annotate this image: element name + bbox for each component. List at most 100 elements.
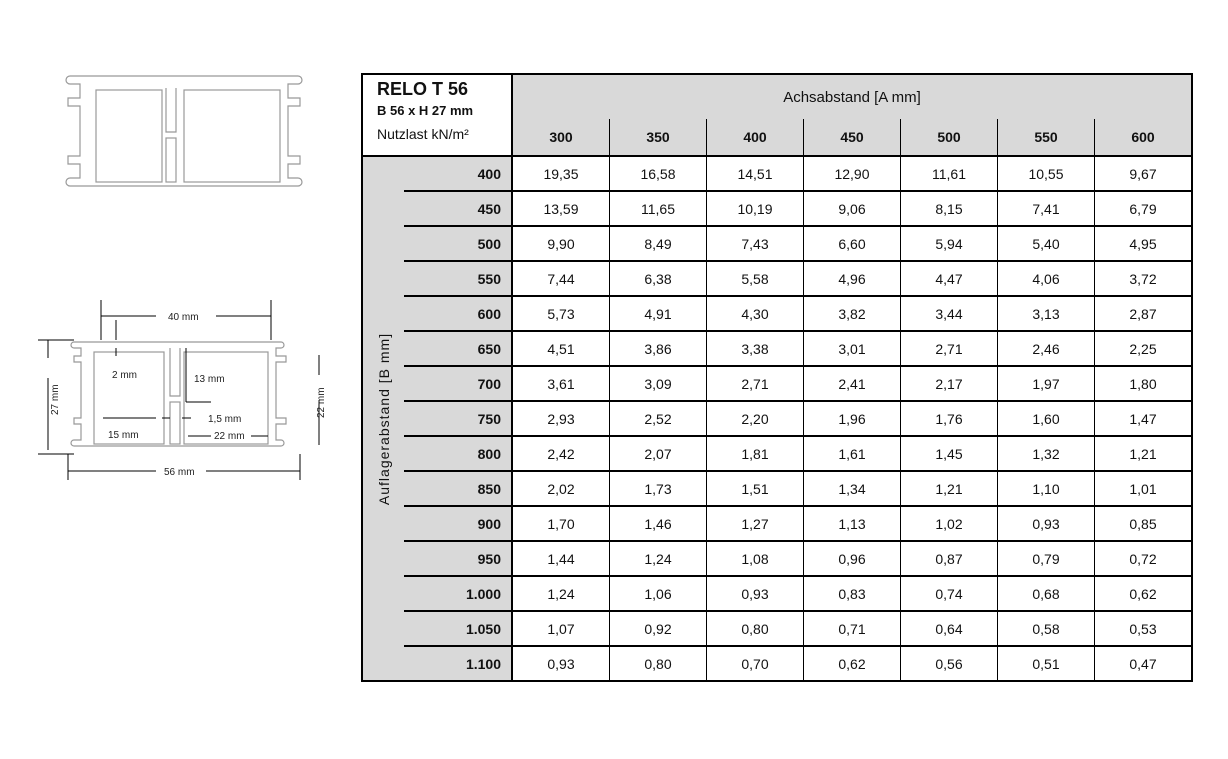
dim-22mm-width: 22 mm	[214, 431, 245, 442]
row-header: 900	[404, 505, 513, 541]
table-cell: 2,46	[997, 330, 1095, 366]
row-header: 550	[404, 260, 513, 296]
table-cell: 1,70	[512, 505, 610, 541]
table-cell: 2,25	[1094, 330, 1192, 366]
product-title: RELO T 56	[377, 79, 469, 99]
table-cell: 0,71	[803, 610, 901, 646]
table-cell: 2,52	[609, 400, 707, 436]
dim-2mm: 2 mm	[112, 370, 137, 381]
table-cell: 1,97	[997, 365, 1095, 401]
table-cell: 1,06	[609, 575, 707, 611]
table-cell: 9,90	[512, 225, 610, 261]
dim-13mm: 13 mm	[194, 374, 225, 385]
table-cell: 10,19	[706, 190, 804, 226]
table-cell: 0,58	[997, 610, 1095, 646]
table-cell: 0,62	[1094, 575, 1192, 611]
table-cell: 2,71	[706, 365, 804, 401]
column-header: 550	[997, 119, 1095, 156]
row-header: 750	[404, 400, 513, 436]
table-cell: 0,93	[706, 575, 804, 611]
column-header: 400	[706, 119, 804, 156]
row-group-header: Auflagerabstand [B mm]	[362, 155, 405, 681]
table-cell: 6,79	[1094, 190, 1192, 226]
table-cell: 3,09	[609, 365, 707, 401]
table-cell: 5,94	[900, 225, 998, 261]
table-cell: 1,46	[609, 505, 707, 541]
table-cell: 4,06	[997, 260, 1095, 296]
dim-56mm: 56 mm	[164, 467, 195, 478]
table-cell: 1,80	[1094, 365, 1192, 401]
table-cell: 0,53	[1094, 610, 1192, 646]
table-cell: 0,51	[997, 645, 1095, 681]
product-size: B 56 x H 27 mm	[377, 103, 474, 118]
table-cell: 1,81	[706, 435, 804, 471]
table-cell: 8,49	[609, 225, 707, 261]
table-cell: 9,67	[1094, 155, 1192, 191]
column-header: 600	[1094, 119, 1192, 156]
table-cell: 10,55	[997, 155, 1095, 191]
table-cell: 1,96	[803, 400, 901, 436]
table-cell: 7,43	[706, 225, 804, 261]
column-header: 300	[512, 119, 610, 156]
table-cell: 1,44	[512, 540, 610, 576]
dim-15mm: 15 mm	[108, 430, 139, 441]
table-cell: 3,82	[803, 295, 901, 331]
table-cell: 1,34	[803, 470, 901, 506]
table-cell: 4,47	[900, 260, 998, 296]
row-group-header-label: Auflagerabstand [B mm]	[375, 332, 392, 505]
table-cell: 1,45	[900, 435, 998, 471]
table-cell: 0,79	[997, 540, 1095, 576]
table-cell: 1,32	[997, 435, 1095, 471]
table-cell: 5,73	[512, 295, 610, 331]
table-cell: 19,35	[512, 155, 610, 191]
load-label: Nutzlast kN/m²	[377, 126, 469, 142]
table-cell: 0,70	[706, 645, 804, 681]
row-header: 1.100	[404, 645, 513, 681]
table-cell: 7,41	[997, 190, 1095, 226]
table-cell: 5,58	[706, 260, 804, 296]
table-cell: 9,06	[803, 190, 901, 226]
row-header: 800	[404, 435, 513, 471]
table-cell: 1,21	[900, 470, 998, 506]
table-cell: 1,60	[997, 400, 1095, 436]
table-cell: 1,02	[900, 505, 998, 541]
column-header: 500	[900, 119, 998, 156]
table-cell: 1,07	[512, 610, 610, 646]
table-cell: 1,73	[609, 470, 707, 506]
table-cell: 13,59	[512, 190, 610, 226]
row-header: 450	[404, 190, 513, 226]
table-cell: 1,24	[609, 540, 707, 576]
load-table: RELO T 56 B 56 x H 27 mm Nutzlast kN/m² …	[361, 73, 1193, 682]
table-cell: 4,91	[609, 295, 707, 331]
table-cell: 2,07	[609, 435, 707, 471]
table-cell: 1,47	[1094, 400, 1192, 436]
table-cell: 2,93	[512, 400, 610, 436]
table-cell: 1,10	[997, 470, 1095, 506]
table-cell: 3,86	[609, 330, 707, 366]
table-cell: 2,87	[1094, 295, 1192, 331]
table-cell: 6,38	[609, 260, 707, 296]
row-header: 600	[404, 295, 513, 331]
table-cell: 0,83	[803, 575, 901, 611]
table-cell: 1,01	[1094, 470, 1192, 506]
table-cell: 1,51	[706, 470, 804, 506]
table-cell: 4,96	[803, 260, 901, 296]
table-cell: 1,27	[706, 505, 804, 541]
table-cell: 0,56	[900, 645, 998, 681]
dim-40mm: 40 mm	[168, 312, 199, 323]
table-cell: 0,80	[706, 610, 804, 646]
table-corner: RELO T 56 B 56 x H 27 mm Nutzlast kN/m²	[362, 74, 513, 157]
column-header: 350	[609, 119, 707, 156]
row-header: 400	[404, 155, 513, 191]
row-header: 700	[404, 365, 513, 401]
